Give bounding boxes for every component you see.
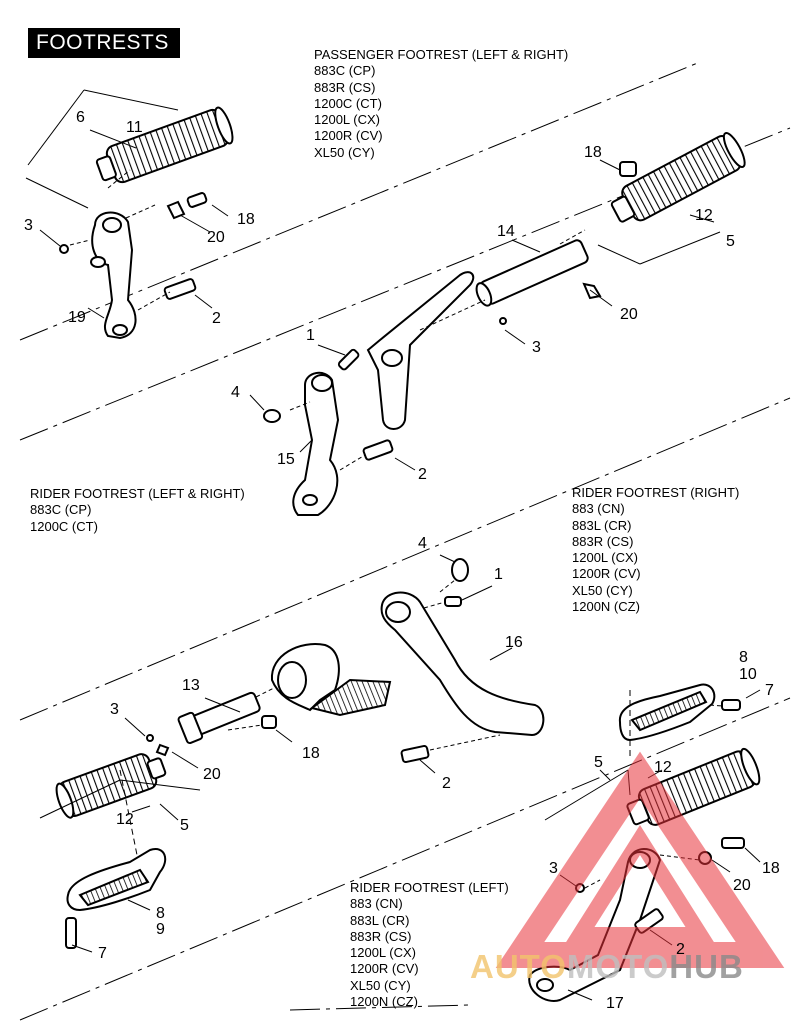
model-item: 883R (CS): [350, 928, 412, 944]
page-title: FOOTRESTS: [28, 28, 180, 58]
passenger-mount-right: [366, 239, 602, 430]
callout-number: 3: [110, 701, 119, 718]
callout-number: 12: [654, 759, 672, 776]
callout-number: 3: [24, 217, 33, 234]
passenger-bracket-left: [59, 192, 208, 340]
callout-number: 18: [302, 745, 320, 762]
rider-bracket-15: [263, 348, 394, 516]
model-item: 883C (CP): [314, 63, 376, 79]
callout-number: 9: [156, 921, 165, 938]
callout-number: 18: [762, 860, 780, 877]
model-item: 883L (CR): [572, 517, 632, 533]
callout-number: 14: [497, 223, 515, 240]
callout-number: 10: [739, 666, 757, 683]
callout-number: 20: [733, 877, 751, 894]
model-item: 1200C (CT): [30, 518, 98, 534]
section-heading: PASSENGER FOOTREST (LEFT & RIGHT): [314, 47, 569, 62]
callout-number: 2: [676, 941, 685, 958]
model-item: 1200L (CX): [572, 550, 638, 566]
model-item: 1200R (CV): [314, 128, 383, 144]
callout-number: 2: [442, 775, 451, 792]
callout-number: 2: [212, 310, 221, 327]
callout-number: 18: [237, 211, 255, 228]
section-heading: RIDER FOOTREST (LEFT & RIGHT): [30, 486, 245, 501]
callout-number: 12: [116, 811, 134, 828]
callout-number: 5: [180, 817, 189, 834]
callout-number: 8: [156, 905, 165, 922]
rider-right-section-label: RIDER FOOTREST (RIGHT) 883 (CN) 883L (CR…: [572, 485, 739, 615]
callout-number: 20: [207, 229, 225, 246]
callout-number: 1: [306, 327, 315, 344]
callout-number: 19: [68, 309, 86, 326]
callout-number: 3: [532, 339, 541, 356]
model-item: 883C (CP): [30, 502, 92, 518]
passenger-peg-right: [597, 131, 746, 265]
rider-lr-section-label: RIDER FOOTREST (LEFT & RIGHT) 883C (CP) …: [30, 486, 245, 535]
passenger-section-label: PASSENGER FOOTREST (LEFT & RIGHT) 883C (…: [314, 47, 568, 161]
model-item: XL50 (CY): [314, 144, 375, 160]
callout-number: 7: [98, 945, 107, 962]
model-item: 1200L (CX): [350, 945, 416, 961]
model-item: 1200L (CX): [314, 112, 380, 128]
callout-number: 7: [765, 682, 774, 699]
model-item: 1200N (CZ): [350, 994, 418, 1010]
callout-number: 6: [76, 109, 85, 126]
callout-number: 20: [620, 306, 638, 323]
model-item: 883 (CN): [572, 501, 625, 517]
section-heading: RIDER FOOTREST (RIGHT): [572, 485, 740, 500]
callout-number: 13: [182, 677, 200, 694]
callout-number: 8: [739, 649, 748, 666]
section-heading: RIDER FOOTREST (LEFT): [350, 880, 509, 895]
callout-number: 11: [126, 119, 143, 136]
passenger-right-leaders: [419, 159, 715, 345]
rider-left-leaders: [559, 689, 761, 1001]
rider-left-section-label: RIDER FOOTREST (LEFT) 883 (CN) 883L (CR)…: [350, 880, 509, 1010]
callout-number: 4: [418, 535, 427, 552]
rider-right-leaders: [249, 554, 513, 774]
watermark-part: HUB: [669, 948, 744, 985]
model-item: 1200R (CV): [350, 961, 419, 977]
callout-number: 1: [494, 566, 503, 583]
model-item: 883L (CR): [350, 912, 410, 928]
rider-pad-8-right: [618, 683, 741, 742]
model-item: 1200N (CZ): [572, 599, 640, 615]
rider-pad-8-left: [65, 848, 167, 949]
rider-peg-12-left: [39, 753, 201, 871]
callout-number: 15: [277, 451, 295, 468]
callout-number: 18: [584, 144, 602, 161]
passenger-peg-left: [25, 89, 234, 209]
watermark-part: MOTO: [566, 948, 670, 985]
callout-number: 20: [203, 766, 221, 783]
callout-number: 5: [594, 754, 603, 771]
callout-number: 16: [505, 634, 523, 651]
callout-number: 17: [606, 995, 624, 1012]
rider-mount-13: [146, 691, 277, 757]
watermark-text: AUTOMOTOHUB: [470, 948, 744, 986]
rider-lr-lower-leaders: [71, 697, 293, 953]
callout-number: 12: [695, 207, 713, 224]
callout-number: 2: [418, 466, 427, 483]
model-item: 1200R (CV): [572, 566, 641, 582]
model-item: 883R (CS): [572, 533, 634, 549]
model-item: 883R (CS): [314, 79, 376, 95]
watermark-part: AUTO: [470, 948, 567, 985]
callout-number: 3: [549, 860, 558, 877]
passenger-leader-lines: [39, 129, 229, 319]
model-item: XL50 (CY): [572, 582, 633, 598]
callout-number: 4: [231, 384, 240, 401]
watermark-triangle-logo: [495, 751, 785, 968]
model-item: 1200C (CT): [314, 95, 382, 111]
model-item: 883 (CN): [350, 896, 403, 912]
model-item: XL50 (CY): [350, 977, 411, 993]
callout-number: 5: [726, 233, 735, 250]
rider-lr-leaders: [249, 344, 416, 471]
rider-right-lever: [270, 558, 545, 764]
